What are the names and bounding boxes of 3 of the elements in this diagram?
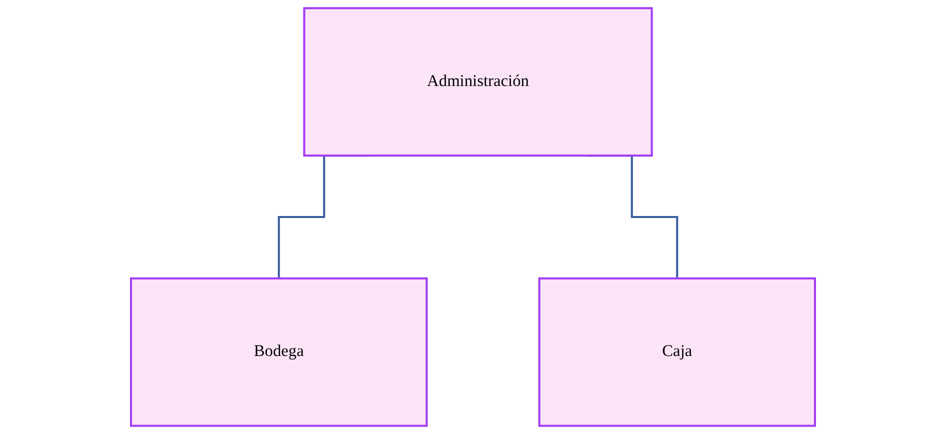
node-box: Caja: [538, 277, 816, 427]
node-box: Bodega: [130, 277, 428, 427]
node-box: Administración: [303, 7, 653, 157]
